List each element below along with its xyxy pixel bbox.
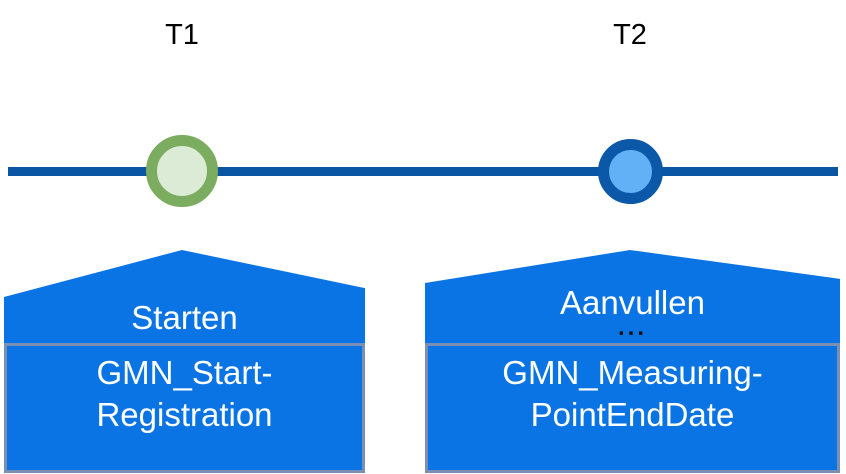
entity-box-gmn-measuringpoint-enddate[interactable]: GMN_Measuring- PointEndDate [425,343,840,473]
event-banner-label-aanvullen: Aanvullen [560,284,705,321]
event-banner-starten[interactable]: Starten [4,250,365,343]
event-banner-aanvullen[interactable]: Aanvullen ... [425,250,840,343]
entity-label-line-1: GMN_Measuring- [502,354,763,391]
tick-label-t1: T1 [165,19,199,51]
event-group-starten: Starten GMN_Start- Registration [4,250,365,473]
entity-box-gmn-start-registration[interactable]: GMN_Start- Registration [4,343,365,473]
timeline-marker-t1[interactable] [146,135,218,207]
event-banner-ellipsis-aanvullen: ... [617,314,647,341]
event-group-aanvullen: Aanvullen ... GMN_Measuring- PointEndDat… [425,250,840,473]
timeline-marker-t2[interactable] [598,139,663,204]
timeline-axis [8,167,838,176]
entity-label-line-2: PointEndDate [530,396,735,433]
tick-label-t2: T2 [613,19,647,51]
entity-label-line-1: GMN_Start- [96,354,273,391]
event-banner-label-starten: Starten [131,299,238,336]
entity-label-line-2: Registration [96,396,273,433]
